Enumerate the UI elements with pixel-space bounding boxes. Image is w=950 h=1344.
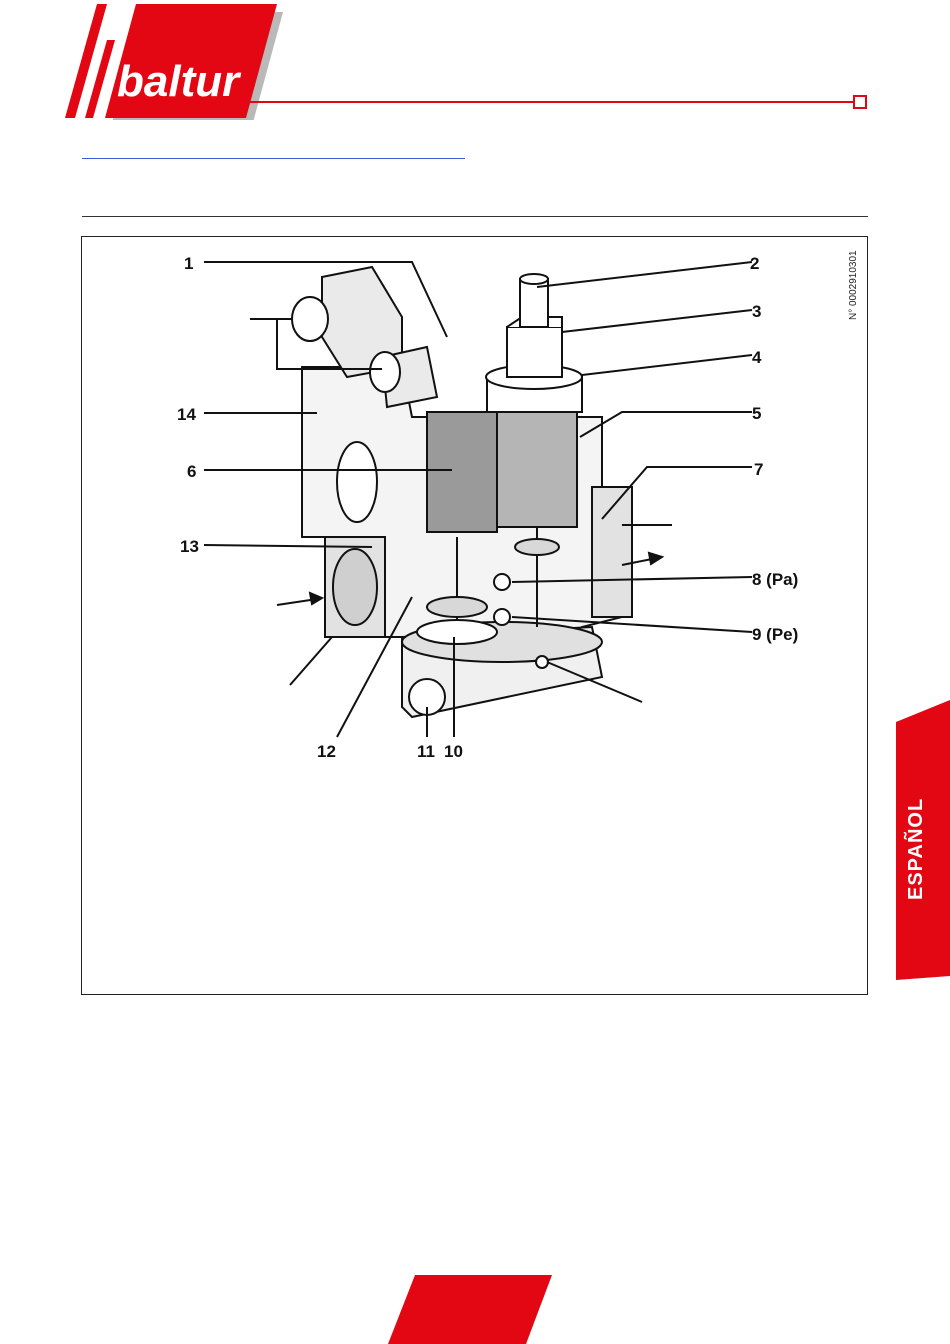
callout-7: 7 <box>754 460 763 479</box>
page-number-tab <box>388 1275 552 1344</box>
callout-12: 12 <box>317 742 336 761</box>
callout-10: 10 <box>444 742 463 761</box>
callout-2: 2 <box>750 254 759 273</box>
callout-9: 9 (Pe) <box>752 625 798 644</box>
callout-4: 4 <box>752 348 762 367</box>
figure-reference-text: N° 0002910301 <box>848 250 859 320</box>
callout-1: 1 <box>184 254 193 273</box>
title-underline <box>82 158 465 159</box>
callout-5: 5 <box>752 404 761 423</box>
callout-14: 14 <box>177 405 196 424</box>
gas-valve-diagram: 1 2 3 4 5 6 7 8 (Pa) 9 (Pe) 10 11 12 13 … <box>82 237 866 993</box>
figure-reference: N° 0002910301 <box>848 240 866 320</box>
callout-8: 8 (Pa) <box>752 570 798 589</box>
callout-3: 3 <box>752 302 761 321</box>
logo-wordmark: baltur <box>117 57 242 106</box>
callout-11: 11 <box>417 742 435 761</box>
header-rule <box>250 101 854 103</box>
header-square-marker <box>853 95 867 109</box>
callout-6: 6 <box>187 462 196 481</box>
section-divider <box>82 216 868 217</box>
language-tab-label: ESPAÑOL <box>905 798 928 900</box>
callout-13: 13 <box>180 537 199 556</box>
